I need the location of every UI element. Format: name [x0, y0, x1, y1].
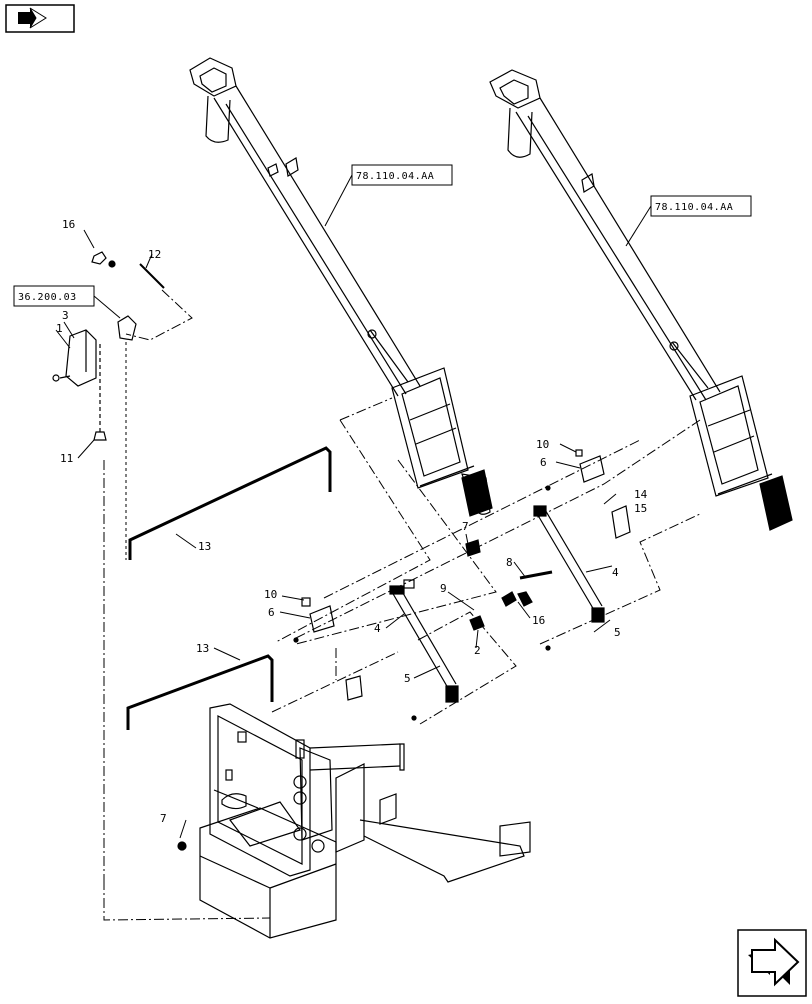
- prev-page-button[interactable]: [5, 4, 75, 33]
- callout-13-lower: 13: [196, 642, 209, 655]
- callout-13-upper: 13: [198, 540, 211, 553]
- hydraulic-cylinders: [389, 505, 605, 703]
- ref-box-auger-left[interactable]: 78.110.04.AA: [324, 164, 453, 227]
- ref-label-auger-right: 78.110.04.AA: [655, 202, 733, 213]
- callout-15: 15: [634, 502, 647, 515]
- auger-tube-right: [489, 69, 793, 531]
- ref-label-auger-left: 78.110.04.AA: [356, 171, 434, 182]
- callout-11: 11: [60, 452, 73, 465]
- ref-box-bracket[interactable]: 36.200.03: [13, 285, 121, 319]
- ref-box-auger-right[interactable]: 78.110.04.AA: [625, 195, 752, 247]
- callout-4-right: 4: [612, 566, 619, 579]
- callout-7-center: 7: [462, 520, 469, 533]
- callout-10-right: 10: [536, 438, 549, 451]
- callout-9: 9: [440, 582, 447, 595]
- callout-4-left: 4: [374, 622, 381, 635]
- callout-labels: 3 1 16 12 11 13 13 7 10 6 4 5 9 2 8 16 7…: [56, 218, 648, 825]
- callout-5-right: 5: [614, 626, 621, 639]
- callout-12: 12: [148, 248, 161, 261]
- callout-2: 2: [474, 644, 481, 657]
- auger-tube-left: [189, 57, 493, 517]
- callout-1: 1: [56, 322, 63, 335]
- mounting-frame: [199, 703, 531, 939]
- forward-arrow-icon: [748, 937, 800, 987]
- rod-upper: [125, 342, 332, 560]
- ref-label-bracket: 36.200.03: [18, 292, 77, 303]
- callouts: [55, 229, 617, 839]
- small-hardware: [91, 251, 631, 851]
- callout-16: 16: [62, 218, 75, 231]
- callout-6-right: 6: [540, 456, 547, 469]
- mounting-bracket: [52, 329, 107, 441]
- callout-14: 14: [634, 488, 648, 501]
- callout-8: 8: [506, 556, 513, 569]
- callout-6-left: 6: [268, 606, 275, 619]
- leader-lines: [103, 289, 701, 921]
- next-page-button[interactable]: [737, 929, 807, 997]
- back-arrow-icon: [18, 7, 47, 29]
- callout-3: 3: [62, 309, 69, 322]
- callout-7-lower: 7: [160, 812, 167, 825]
- callout-16-center: 16: [532, 614, 545, 627]
- callout-5-left: 5: [404, 672, 411, 685]
- callout-10-left: 10: [264, 588, 277, 601]
- rod-lower: [126, 654, 274, 730]
